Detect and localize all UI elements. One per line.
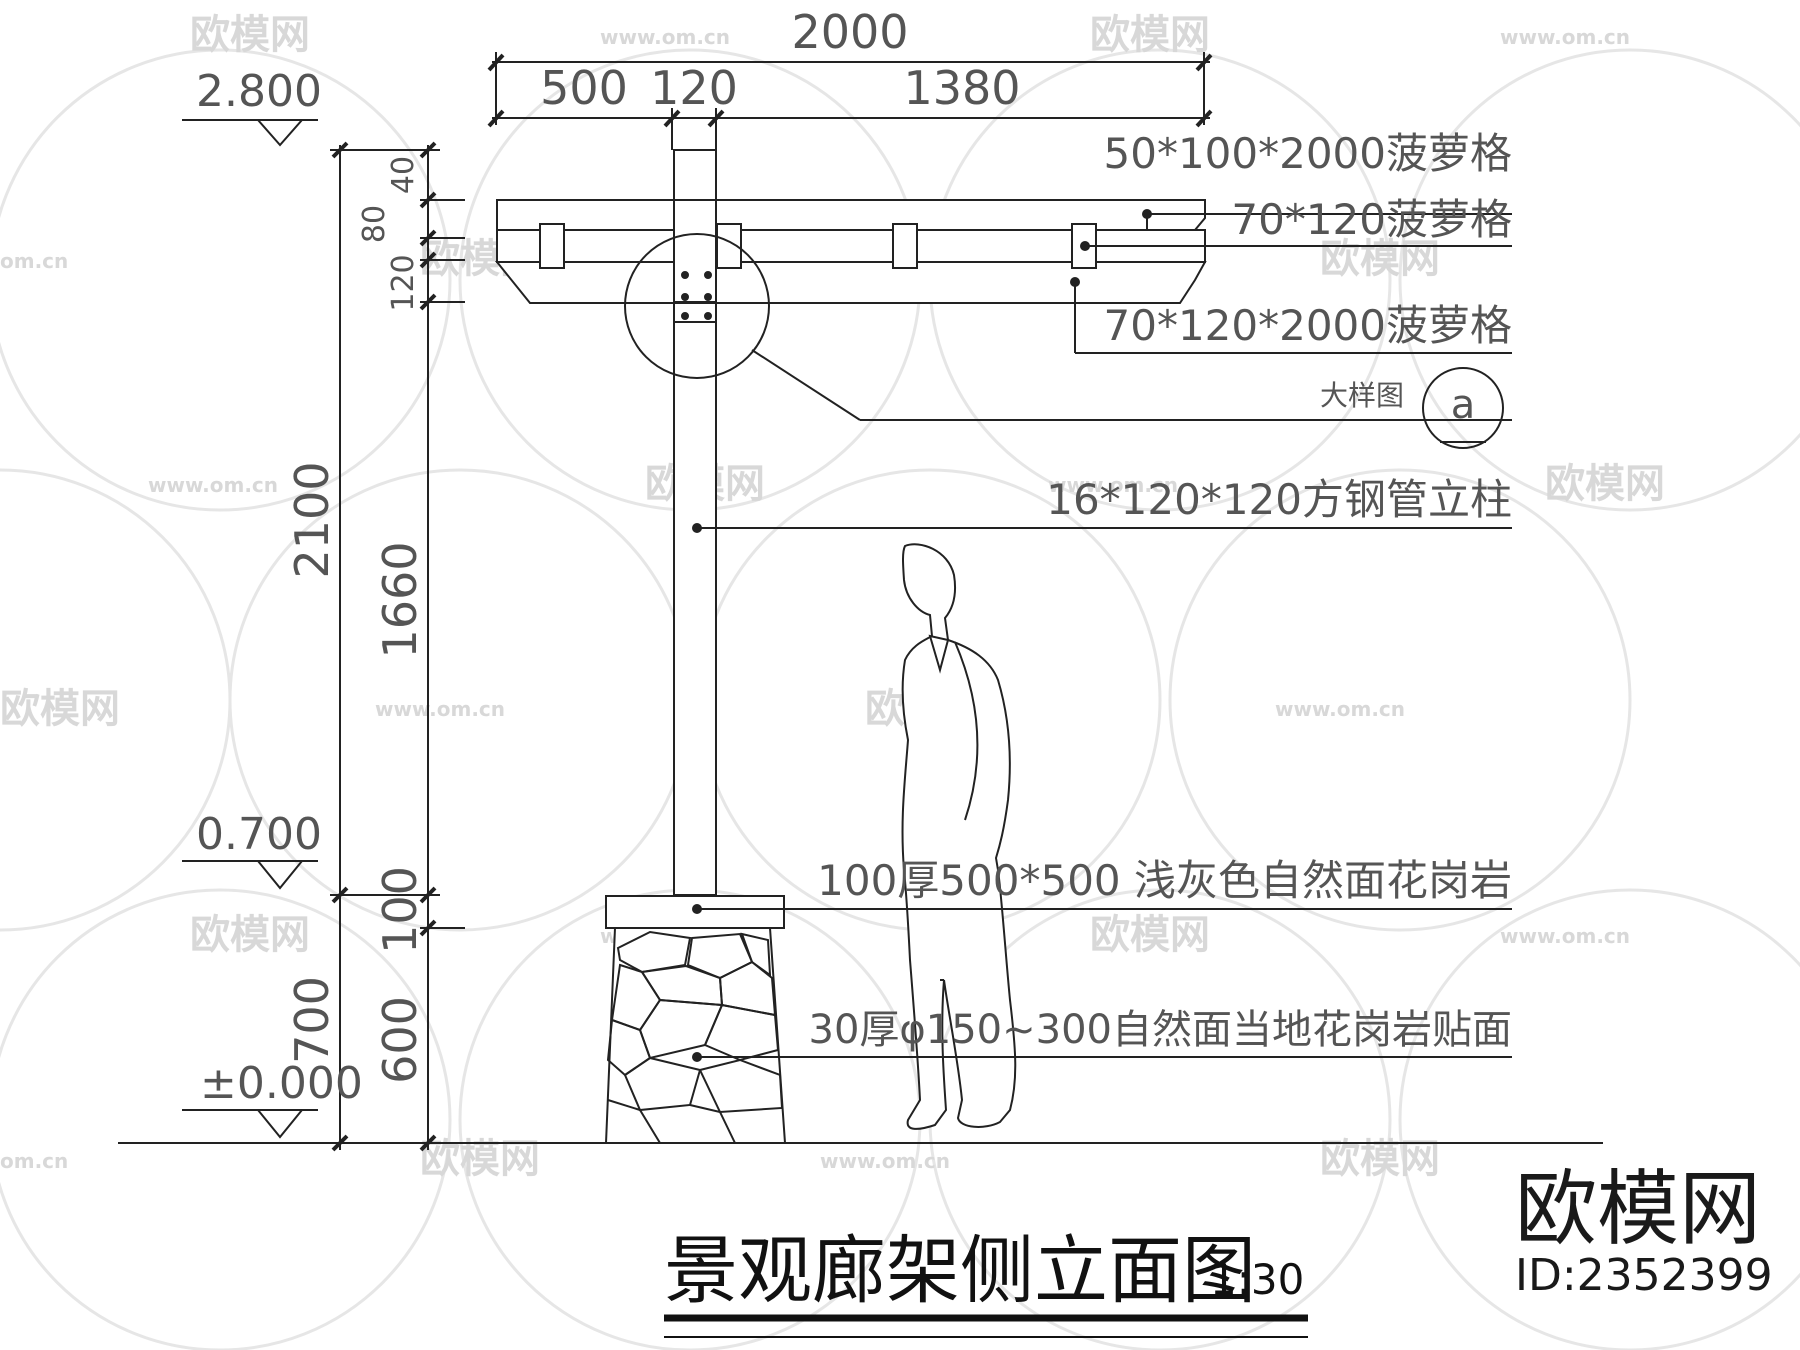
detail-circle	[624, 233, 770, 379]
dim-v-total-700: 700	[285, 976, 339, 1064]
detail-symbol: a	[1451, 382, 1476, 428]
stone-base	[604, 895, 787, 1144]
dim-v-100: 100	[373, 866, 427, 954]
dim-v-120: 120	[386, 254, 421, 311]
watermark-url: www.om.cn	[148, 473, 278, 497]
watermark-url: www.om.cn	[1500, 924, 1630, 948]
dim-v-40: 40	[386, 156, 421, 194]
elevation-ground-label: ±0.000	[200, 1058, 363, 1109]
top-purlin	[496, 199, 1206, 231]
watermark-url: www.om.cn	[375, 697, 505, 721]
watermark-url-partial: om.cn	[0, 249, 68, 273]
watermark-logo: 欧模网	[1090, 12, 1210, 58]
elevation-marker-top	[182, 119, 318, 147]
elevation-marker-ground	[182, 1109, 318, 1139]
drawing-scale: 1:30	[1210, 1255, 1304, 1304]
base-pier	[604, 927, 787, 1144]
brand-logo: 欧模网	[1515, 1162, 1761, 1257]
watermark-logo: 欧模网	[190, 12, 310, 58]
detail-ref-text: 大样图	[1320, 379, 1404, 412]
dim-seg-mid: 120	[650, 61, 738, 115]
dim-v-80: 80	[357, 205, 392, 243]
watermark-url: www.om.cn	[820, 1149, 950, 1173]
watermark-logo: 欧模网	[190, 912, 310, 958]
label-base-cladding: 30厚φ150~300自然面当地花岗岩贴面	[809, 1007, 1513, 1053]
leader-dots	[692, 209, 1152, 1062]
label-cap-stone: 100厚500*500 浅灰色自然面花岗岩	[817, 856, 1512, 905]
dim-seg-right: 1380	[903, 61, 1020, 115]
dim-v-600: 600	[373, 996, 427, 1084]
label-purlin-top: 50*100*2000菠萝格	[1104, 129, 1513, 178]
watermark-url-partial: om.cn	[0, 1149, 68, 1173]
elevation-top-label: 2.800	[196, 66, 322, 117]
drawing-title: 景观廊架侧立面图	[664, 1228, 1256, 1314]
elevation-marker-mid	[182, 860, 318, 890]
watermark-logo: 欧模网	[1545, 461, 1665, 507]
label-purlin-mid: 70*120菠萝格	[1231, 195, 1512, 244]
purlin-block	[539, 223, 565, 269]
detail-reference-bubble	[1422, 367, 1504, 449]
watermark-url: www.om.cn	[1275, 697, 1405, 721]
bottom-beam	[494, 261, 1207, 304]
label-beam: 70*120*2000菠萝格	[1104, 301, 1513, 350]
elevation-mid-label: 0.700	[196, 809, 322, 860]
top-dimension-lines	[487, 52, 1213, 150]
watermark-logo: 欧模网	[0, 686, 120, 732]
watermark-logo: 欧模网	[1090, 912, 1210, 958]
leader-lines	[697, 213, 1512, 1058]
dim-total-width: 2000	[791, 5, 908, 59]
dim-seg-left: 500	[540, 61, 628, 115]
label-column: 16*120*120方钢管立柱	[1046, 475, 1512, 524]
watermark-url: www.om.cn	[1048, 473, 1178, 497]
watermark-url: www.om.cn	[1500, 25, 1630, 49]
pergola-structure	[494, 149, 1207, 896]
purlin-block	[892, 223, 918, 269]
dim-v-total-2100: 2100	[285, 461, 339, 578]
brand-id: ID:2352399	[1515, 1250, 1773, 1301]
watermark-logo: 欧模网	[1320, 236, 1440, 282]
watermark-url: www.om.cn	[600, 25, 730, 49]
dim-v-1660: 1660	[373, 541, 427, 658]
human-figure	[901, 543, 1017, 1130]
